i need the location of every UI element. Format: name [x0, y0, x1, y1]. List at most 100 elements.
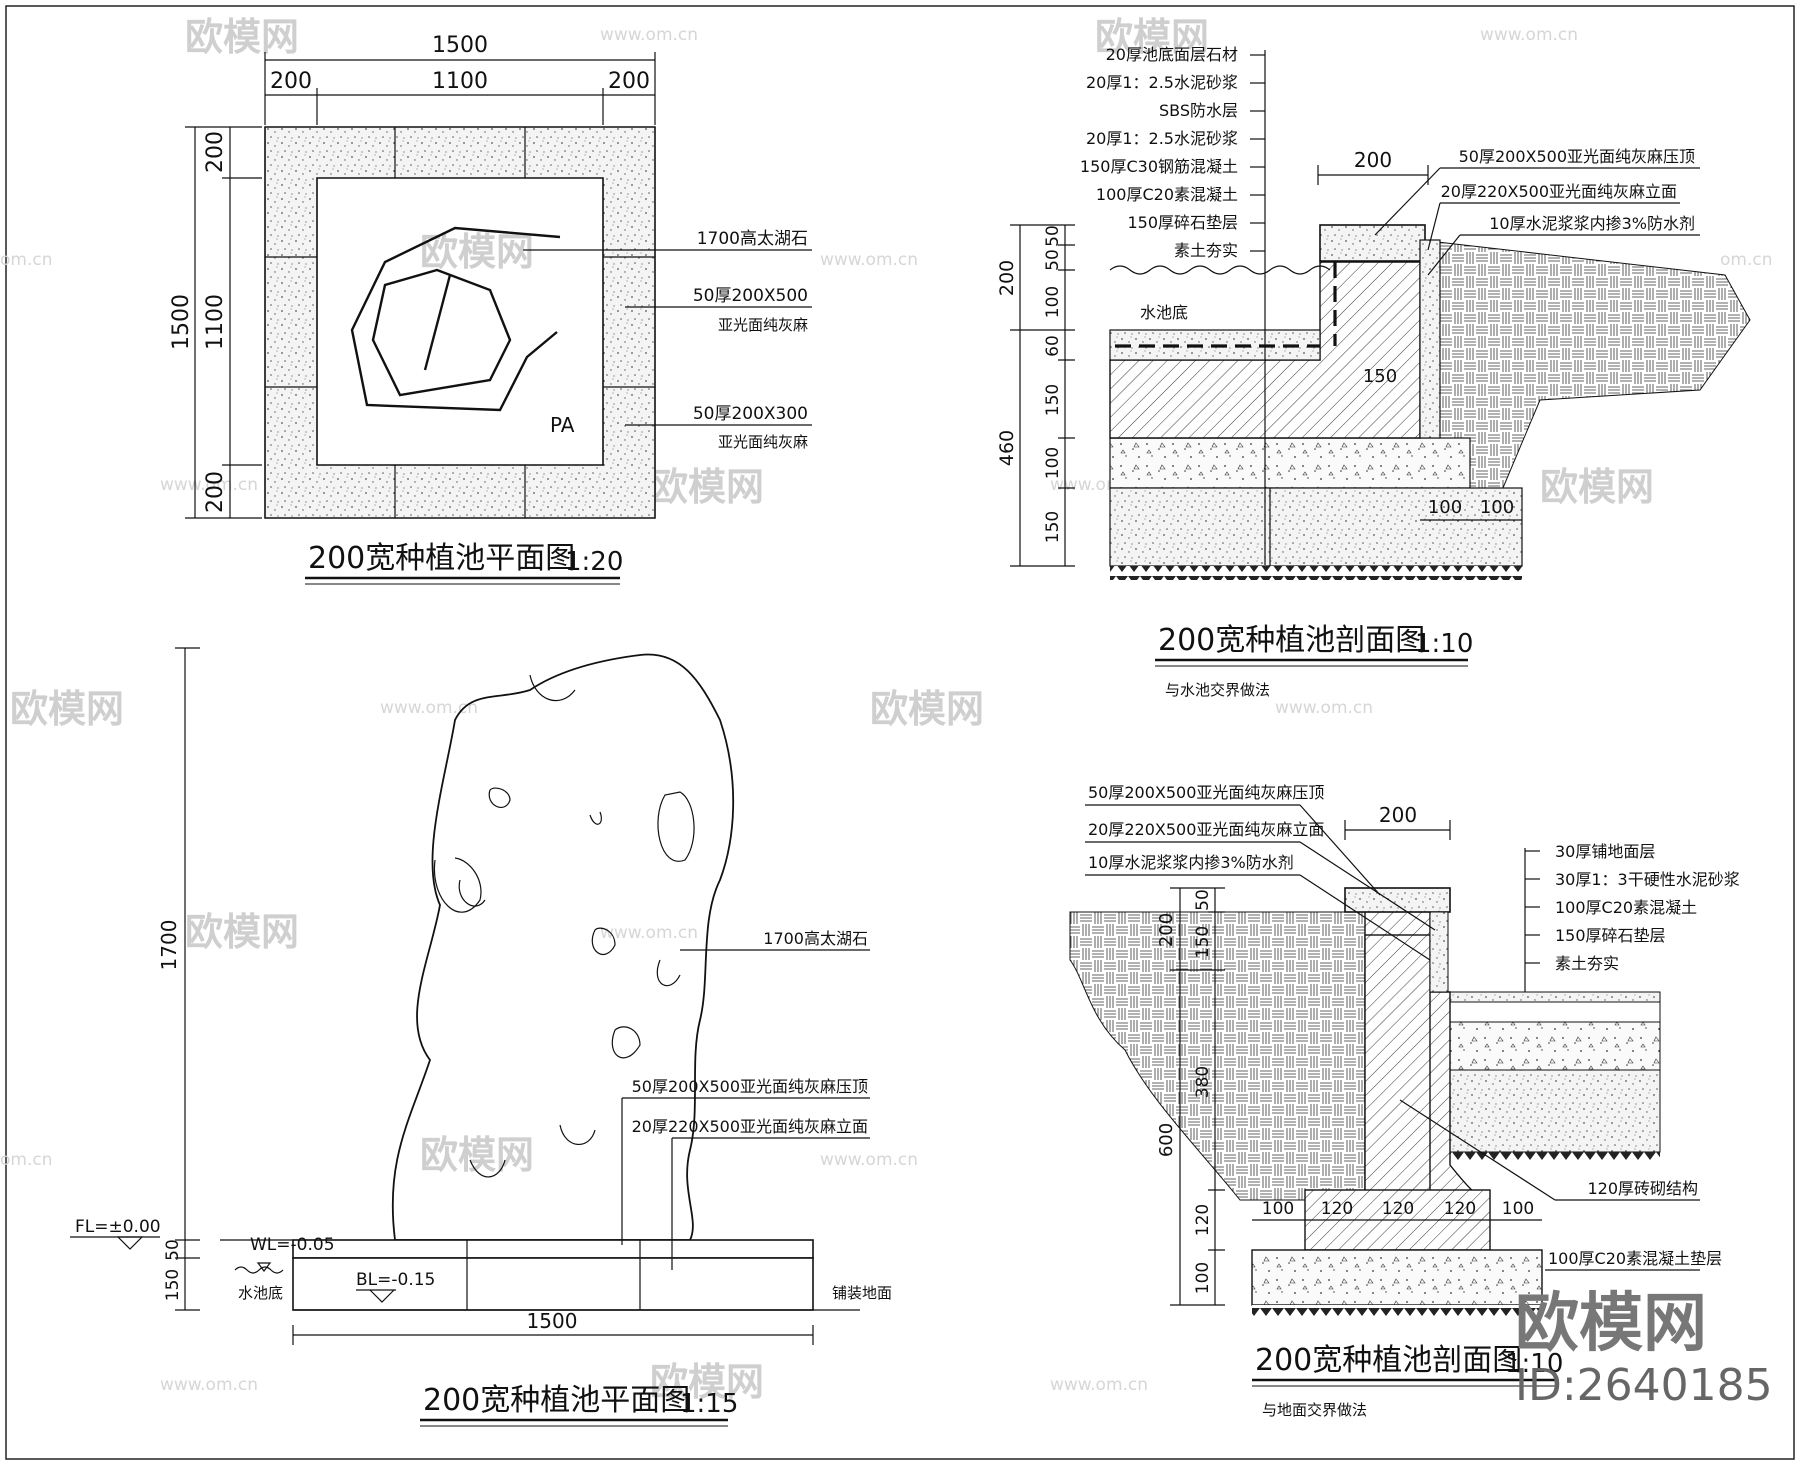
- layer-label: SBS防水层: [1159, 101, 1238, 120]
- label-paving: 铺装地面: [832, 1284, 892, 1302]
- dim-top-200: 200: [203, 131, 228, 173]
- dim-right-200: 200: [608, 69, 650, 94]
- level-wl: WL=-0.05: [250, 1235, 335, 1255]
- vdim-600: 600: [1156, 1123, 1177, 1157]
- layer-label: 150厚碎石垫层: [1555, 926, 1666, 945]
- label-coping-elevation: 50厚200X500亚光面纯灰麻压顶: [632, 1077, 868, 1096]
- vdim-150b: 150: [1043, 511, 1063, 543]
- layer-label: 150厚碎石垫层: [1127, 213, 1238, 232]
- vdim-50-bottom: 50: [1193, 889, 1213, 911]
- coping-top-section: [1319, 224, 1426, 262]
- planter-plan-1-20: 1500 200 1100 200 1500 200 1100 200 PA: [169, 33, 812, 585]
- svg-text:www.om.cn: www.om.cn: [380, 698, 478, 718]
- label-rock-elevation: 1700高太湖石: [763, 929, 868, 948]
- label-brick-structure: 120厚砖砌结构: [1587, 1179, 1698, 1198]
- model-id: ID:2640185: [1515, 1360, 1773, 1411]
- dim-total-height: 1500: [169, 294, 194, 350]
- svg-text:www.om.cn: www.om.cn: [1480, 25, 1578, 45]
- vdim-50: 50: [163, 1239, 183, 1261]
- svg-text:欧模网: 欧模网: [870, 687, 984, 731]
- layer-label: 20厚池底面层石材: [1106, 45, 1238, 64]
- dim-width-1500: 1500: [527, 1309, 578, 1333]
- dim-left-200: 200: [270, 69, 312, 94]
- scale-section-pool: 1:10: [1415, 629, 1473, 659]
- footing-dim: 120: [1382, 1199, 1414, 1219]
- dim-height-1700: 1700: [157, 920, 181, 971]
- callout-coping: 50厚200X500亚光面纯灰麻压顶: [1459, 147, 1695, 166]
- dim-inner-1100: 1100: [432, 69, 488, 94]
- svg-text:欧模网: 欧模网: [420, 230, 534, 274]
- paving-compacted-soil: [1430, 1152, 1660, 1164]
- label-coping-200x500: 50厚200X500: [693, 286, 808, 306]
- dim-100-step-b: 100: [1480, 497, 1514, 518]
- svg-text:www.om.cn: www.om.cn: [160, 1375, 258, 1395]
- svg-text:www.om.cn: www.om.cn: [600, 25, 698, 45]
- vdim-150: 150: [163, 1269, 183, 1301]
- scale-section-ground: 1:10: [1505, 1349, 1563, 1379]
- vdim-100-bottom: 100: [1193, 1262, 1213, 1294]
- dim-100-step-a: 100: [1428, 497, 1462, 518]
- vdim-50a: 50: [1043, 225, 1063, 247]
- vdim-200-bottom: 200: [1156, 913, 1177, 947]
- dim-coping-200-bottom: 200: [1379, 803, 1417, 827]
- scale-elevation: 1:15: [680, 1389, 738, 1419]
- vdim-150a: 150: [1043, 384, 1063, 416]
- svg-text:om.cn: om.cn: [0, 1150, 53, 1170]
- layer-label: 100厚C20素混凝土: [1555, 898, 1697, 917]
- svg-text:欧模网: 欧模网: [10, 687, 124, 731]
- callout-facing: 20厚220X500亚光面纯灰麻立面: [1441, 182, 1677, 201]
- soil-basketweave-bottom: [1069, 911, 1371, 1201]
- vdim-460: 460: [996, 430, 1018, 466]
- label-pool-bottom-elev: 水池底: [238, 1284, 283, 1302]
- footing-dim: 120: [1444, 1199, 1476, 1219]
- title-section-ground: 200宽种植池剖面图: [1255, 1343, 1522, 1378]
- planter-section-ground-interface: 200 50厚200X500亚光面纯灰麻压顶 20厚220X500亚光面纯灰麻立…: [1069, 783, 1740, 1419]
- level-fl: FL=±0.00: [75, 1217, 161, 1237]
- label-facing-elevation: 20厚220X500亚光面纯灰麻立面: [632, 1117, 868, 1136]
- sheet-border: [5, 5, 1795, 1460]
- layer-labels-top: 20厚池底面层石材 20厚1：2.5水泥砂浆 SBS防水层 20厚1：2.5水泥…: [1080, 45, 1265, 260]
- vdim-150-bottom: 150: [1193, 926, 1213, 958]
- label-pool-bottom-top: 水池底: [1140, 303, 1188, 322]
- elevation-facing: [292, 1257, 814, 1311]
- vdim-100b: 100: [1043, 447, 1063, 479]
- paving-concrete: [1429, 1021, 1661, 1071]
- svg-text:www.om.cn: www.om.cn: [1275, 698, 1373, 718]
- dim-coping-200: 200: [1354, 148, 1392, 172]
- footing-dim: 120: [1321, 1199, 1353, 1219]
- dim-150-wall: 150: [1363, 366, 1397, 387]
- elevation-coping: [292, 1239, 814, 1259]
- title-elevation: 200宽种植池平面图: [423, 1383, 690, 1418]
- svg-text:欧模网: 欧模网: [650, 1360, 764, 1404]
- svg-text:欧模网: 欧模网: [185, 910, 299, 954]
- svg-text:欧模网: 欧模网: [420, 1133, 534, 1177]
- rock-elevation-outline: [391, 653, 735, 1241]
- callouts-top: 50厚200X500亚光面纯灰麻压顶 20厚220X500亚光面纯灰麻立面 10…: [1374, 147, 1700, 276]
- facing-stone: [1419, 239, 1441, 439]
- planter-elevation-1-15: 1700 50 150 FL=±0.00 WL=-0.05 BL=-0.15 水…: [70, 647, 892, 1427]
- layer-label: 素土夯实: [1555, 954, 1619, 973]
- callouts-bottom: 50厚200X500亚光面纯灰麻压顶 20厚220X500亚光面纯灰麻立面 10…: [1085, 783, 1436, 961]
- watermark-brand: 欧模网 欧模网 欧模网 欧模网 欧模网 欧模网 欧模网 欧模网 欧模网 欧模网 …: [10, 15, 1654, 1404]
- coping-ring: [264, 126, 656, 519]
- vdim-60: 60: [1043, 335, 1063, 357]
- title-section-pool: 200宽种植池剖面图: [1158, 623, 1425, 658]
- concrete-footing-pad: [1251, 1249, 1543, 1306]
- layer-label: 150厚C30钢筋混凝土: [1080, 157, 1238, 176]
- vdim-200: 200: [996, 260, 1018, 296]
- label-coping-200x300: 50厚200X300: [693, 404, 808, 424]
- vdim-100: 100: [1043, 286, 1063, 318]
- svg-text:www.om.cn: www.om.cn: [1050, 1375, 1148, 1395]
- svg-text:www.om.cn: www.om.cn: [820, 1150, 918, 1170]
- layer-label: 20厚1：2.5水泥砂浆: [1086, 73, 1238, 92]
- footing-dim: 100: [1262, 1199, 1294, 1219]
- brand-logo-large: 欧模网: [1515, 1287, 1707, 1361]
- svg-text:www.om.cn: www.om.cn: [820, 250, 918, 270]
- vdim-50b: 50: [1043, 249, 1063, 271]
- footing-compacted-soil: [1252, 1305, 1542, 1317]
- water-surface: [1109, 265, 1331, 275]
- concrete-base-100: [1109, 437, 1471, 489]
- subtitle-section-ground: 与地面交界做法: [1262, 1401, 1367, 1419]
- label-rock-plan: 1700高太湖石: [697, 229, 808, 249]
